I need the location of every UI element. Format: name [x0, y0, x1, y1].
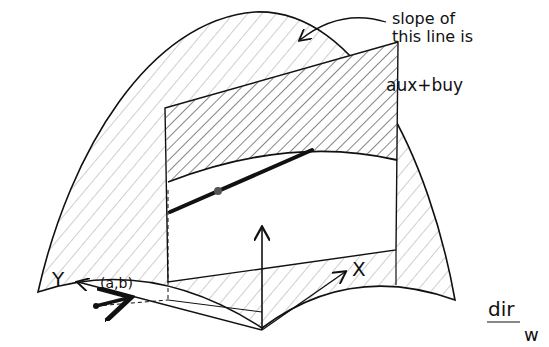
- axis-label: Y: [52, 268, 64, 290]
- axis-label: X: [352, 258, 366, 280]
- note-text: w: [524, 325, 539, 345]
- point-label: (a,b): [100, 276, 133, 291]
- slope-note: slope of this line is: [392, 10, 476, 45]
- note-text: dir: [488, 298, 514, 320]
- slope-formula: aux+buy: [386, 76, 463, 95]
